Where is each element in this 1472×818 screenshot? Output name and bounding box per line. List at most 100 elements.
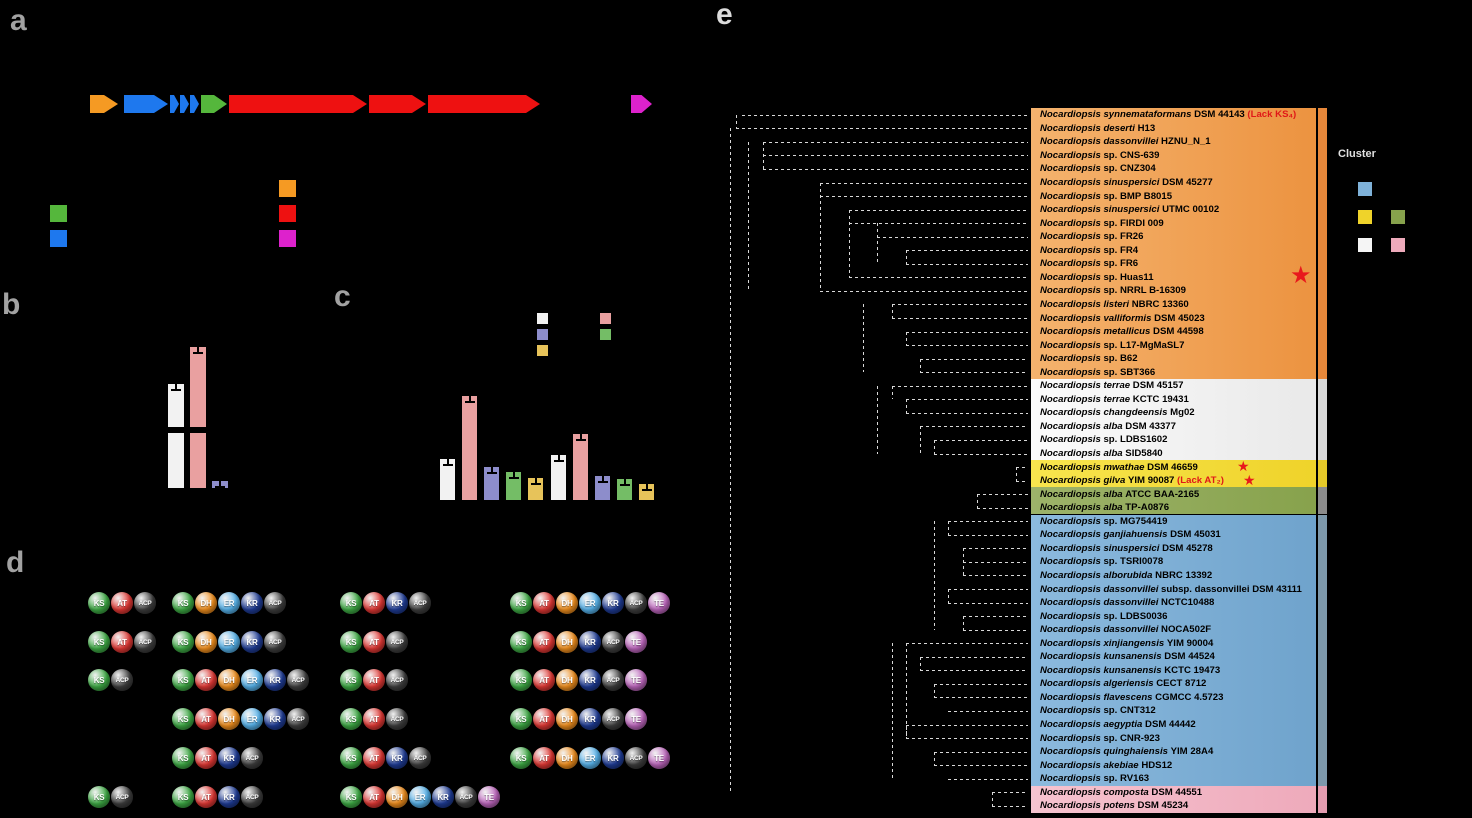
species-row: Nocardiopsis synnemataformans DSM 44143 … bbox=[1040, 108, 1296, 122]
tree-branch bbox=[906, 738, 1028, 740]
acp-domain-circle: ACP bbox=[602, 708, 624, 730]
gene-magenta-arrow bbox=[631, 95, 652, 113]
species-name: Nocardiopsis bbox=[1040, 271, 1101, 283]
species-strain: sp. LDBS1602 bbox=[1100, 434, 1168, 446]
species-name: Nocardiopsis sinuspersici bbox=[1040, 204, 1160, 216]
ks-domain-circle: KS bbox=[88, 631, 110, 653]
tree-branch bbox=[820, 290, 1028, 292]
species-strain: sp. FR6 bbox=[1100, 258, 1139, 270]
species-row: Nocardiopsis sp. LDBS1602 bbox=[1040, 433, 1167, 447]
tree-branch bbox=[934, 697, 1028, 699]
error-bar bbox=[512, 466, 515, 479]
species-strain: sp. CNS-639 bbox=[1100, 149, 1160, 161]
axis-break bbox=[150, 427, 235, 433]
error-bar bbox=[557, 449, 560, 462]
species-row: Nocardiopsis terrae DSM 45157 bbox=[1040, 379, 1183, 393]
acp-domain-circle: ACP bbox=[386, 631, 408, 653]
cluster-legend-swatch bbox=[1391, 210, 1405, 224]
ks-domain-circle: KS bbox=[172, 592, 194, 614]
species-name: Nocardiopsis bbox=[1040, 285, 1101, 297]
kr-domain-circle: KR bbox=[579, 708, 601, 730]
error-cap bbox=[641, 478, 652, 480]
gene-legend-swatch bbox=[279, 230, 296, 247]
species-strain: sp. Huas11 bbox=[1100, 271, 1154, 283]
species-name: Nocardiopsis bbox=[1040, 231, 1101, 243]
kr-domain-circle: KR bbox=[602, 747, 624, 769]
tree-connector bbox=[748, 141, 749, 291]
cluster-legend-swatch bbox=[1391, 238, 1405, 252]
tree-connector bbox=[877, 385, 878, 454]
species-name: Nocardiopsis bbox=[1040, 705, 1101, 717]
cluster-band-blue bbox=[1031, 514, 1316, 786]
er-domain-circle: ER bbox=[218, 631, 240, 653]
dh-domain-circle: DH bbox=[556, 669, 578, 691]
species-row: Nocardiopsis sinuspersici DSM 45278 bbox=[1040, 542, 1213, 556]
tree-connector bbox=[920, 426, 921, 454]
tree-connector bbox=[934, 439, 935, 454]
tree-branch bbox=[1016, 480, 1028, 482]
tree-connector bbox=[934, 751, 935, 766]
tree-branch bbox=[948, 710, 1028, 712]
tree-branch bbox=[849, 223, 1028, 225]
species-name: Nocardiopsis changdeensis bbox=[1040, 407, 1168, 419]
tree-branch bbox=[963, 575, 1028, 577]
bar bbox=[462, 396, 477, 500]
species-strain: DSM 44551 bbox=[1148, 786, 1203, 798]
tree-connector bbox=[934, 521, 935, 630]
error-cap bbox=[619, 473, 630, 475]
tree-connector bbox=[963, 548, 964, 576]
acp-domain-circle: ACP bbox=[602, 631, 624, 653]
dh-domain-circle: DH bbox=[556, 708, 578, 730]
te-domain-circle: TE bbox=[478, 786, 500, 808]
species-name: Nocardiopsis alba bbox=[1040, 502, 1123, 514]
species-name: Nocardiopsis alba bbox=[1040, 448, 1123, 460]
er-domain-circle: ER bbox=[579, 747, 601, 769]
red-star-icon: ★ bbox=[1243, 471, 1256, 488]
te-domain-circle: TE bbox=[648, 592, 670, 614]
tree-branch bbox=[763, 141, 1028, 143]
error-cap bbox=[442, 453, 453, 455]
tree-connector bbox=[934, 683, 935, 698]
species-name: Nocardiopsis xinjiangensis bbox=[1040, 637, 1165, 649]
species-name: Nocardiopsis ganjiahuensis bbox=[1040, 529, 1168, 541]
species-name: Nocardiopsis bbox=[1040, 434, 1101, 446]
tree-connector bbox=[892, 643, 893, 779]
species-row: Nocardiopsis sp. CNS-639 bbox=[1040, 149, 1159, 163]
tree-branch bbox=[906, 724, 1028, 726]
cluster-band-yellow bbox=[1031, 460, 1316, 488]
error-bar bbox=[175, 378, 177, 391]
kr-domain-circle: KR bbox=[218, 786, 240, 808]
dh-domain-circle: DH bbox=[556, 747, 578, 769]
ks-domain-circle: KS bbox=[340, 669, 362, 691]
species-strain: sp. NRRL B-16309 bbox=[1100, 285, 1186, 297]
error-cap bbox=[597, 470, 608, 472]
species-row: Nocardiopsis listeri NBRC 13360 bbox=[1040, 298, 1189, 312]
species-name: Nocardiopsis bbox=[1040, 610, 1101, 622]
acp-domain-circle: ACP bbox=[625, 592, 647, 614]
tree-branch bbox=[948, 602, 1028, 604]
cluster-legend-swatch bbox=[1358, 238, 1372, 252]
cluster-band-white bbox=[1031, 379, 1316, 461]
error-bar bbox=[601, 470, 604, 483]
error-cap bbox=[464, 390, 475, 392]
at-domain-circle: AT bbox=[363, 592, 385, 614]
species-name: Nocardiopsis synnemataformans bbox=[1040, 109, 1192, 121]
er-domain-circle: ER bbox=[579, 592, 601, 614]
species-row: Nocardiopsis sp. CNR-923 bbox=[1040, 731, 1160, 745]
species-name: Nocardiopsis deserti bbox=[1040, 122, 1135, 134]
species-row: Nocardiopsis sinuspersici DSM 45277 bbox=[1040, 176, 1213, 190]
tree-branch bbox=[948, 521, 1028, 523]
tree-connector bbox=[730, 128, 731, 793]
species-name: Nocardiopsis valliformis bbox=[1040, 312, 1152, 324]
at-domain-circle: AT bbox=[363, 786, 385, 808]
species-row: Nocardiopsis sp. MG754419 bbox=[1040, 515, 1167, 529]
error-bar bbox=[534, 472, 537, 485]
error-cap bbox=[597, 481, 608, 483]
species-row: Nocardiopsis sp. FR6 bbox=[1040, 257, 1138, 271]
er-domain-circle: ER bbox=[241, 669, 263, 691]
species-row: Nocardiopsis alba SID5840 bbox=[1040, 447, 1163, 461]
acp-domain-circle: ACP bbox=[386, 669, 408, 691]
species-row: Nocardiopsis aegyptia DSM 44442 bbox=[1040, 718, 1196, 732]
tree-connector bbox=[906, 331, 907, 346]
